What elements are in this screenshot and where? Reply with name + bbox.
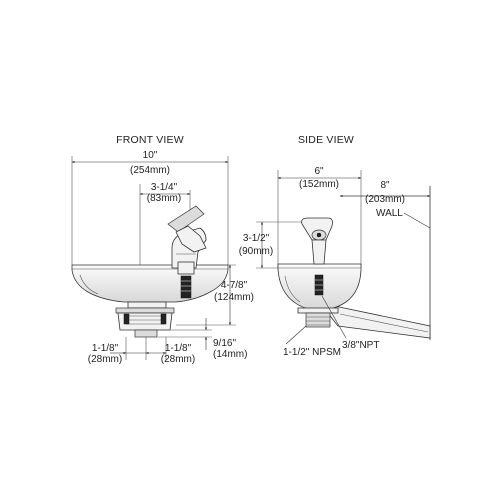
side-depth-dimension: 8" (203mm) [339, 180, 431, 205]
front-right-in-label: 1-1/8" [165, 343, 192, 354]
front-right-mm-label: (28mm) [161, 354, 195, 365]
front-height-mm-label: (124mm) [214, 292, 254, 303]
front-spout-in-label: 3-1/4" [151, 182, 178, 193]
front-width-mm-label: (254mm) [130, 165, 170, 176]
side-supply-callout: 3/8"NPT [321, 295, 379, 351]
side-depth-in-label: 8" [380, 180, 390, 191]
side-mounting-bracket [319, 302, 431, 339]
side-rise-in-label: 3-1/2" [243, 233, 270, 244]
front-view-title: FRONT VIEW [116, 134, 184, 146]
front-left-mm-label: (28mm) [88, 354, 122, 365]
front-gap-in-label: 9/16" [213, 338, 236, 349]
side-drain-label: 1-1/2" NPSM [283, 347, 341, 358]
front-bowl [71, 264, 229, 303]
side-wall-label: WALL [376, 208, 403, 219]
side-view: SIDE VIEW 6" (152mm) 8" (203mm) WALL [239, 134, 431, 358]
side-drain [297, 307, 339, 328]
front-height-in-label: 4-7/8" [221, 280, 248, 291]
front-bottom-dimensions: 1-1/8" (28mm) 1-1/8" (28mm) [88, 337, 195, 365]
side-wall: WALL [376, 186, 431, 340]
front-left-in-label: 1-1/8" [92, 343, 119, 354]
side-width-dimension: 6" (152mm) [277, 166, 362, 268]
front-gap-mm-label: (14mm) [213, 349, 247, 360]
side-bubbler [301, 217, 333, 296]
front-width-in-label: 10" [143, 150, 158, 161]
front-spout-mm-label: (83mm) [147, 193, 181, 204]
side-drain-callout: 1-1/2" NPSM [283, 325, 341, 358]
front-width-dimension: 10" (254mm) [71, 150, 229, 265]
side-width-mm-label: (152mm) [299, 179, 339, 190]
side-view-title: SIDE VIEW [298, 134, 354, 146]
front-gap-dimension: 9/16" (14mm) [158, 318, 247, 360]
side-depth-mm-label: (203mm) [365, 194, 405, 205]
side-supply-label: 3/8"NPT [342, 340, 379, 351]
side-rise-mm-label: (90mm) [239, 246, 273, 257]
front-drain [115, 301, 175, 338]
front-bubbler [167, 205, 207, 299]
front-view: FRONT VIEW 10" (254mm) 3-1/4" (83mm) [71, 134, 254, 365]
side-rise-dimension: 3-1/2" (90mm) [239, 221, 310, 269]
front-height-dimension: 4-7/8" (124mm) [176, 264, 254, 326]
side-width-in-label: 6" [314, 166, 324, 177]
